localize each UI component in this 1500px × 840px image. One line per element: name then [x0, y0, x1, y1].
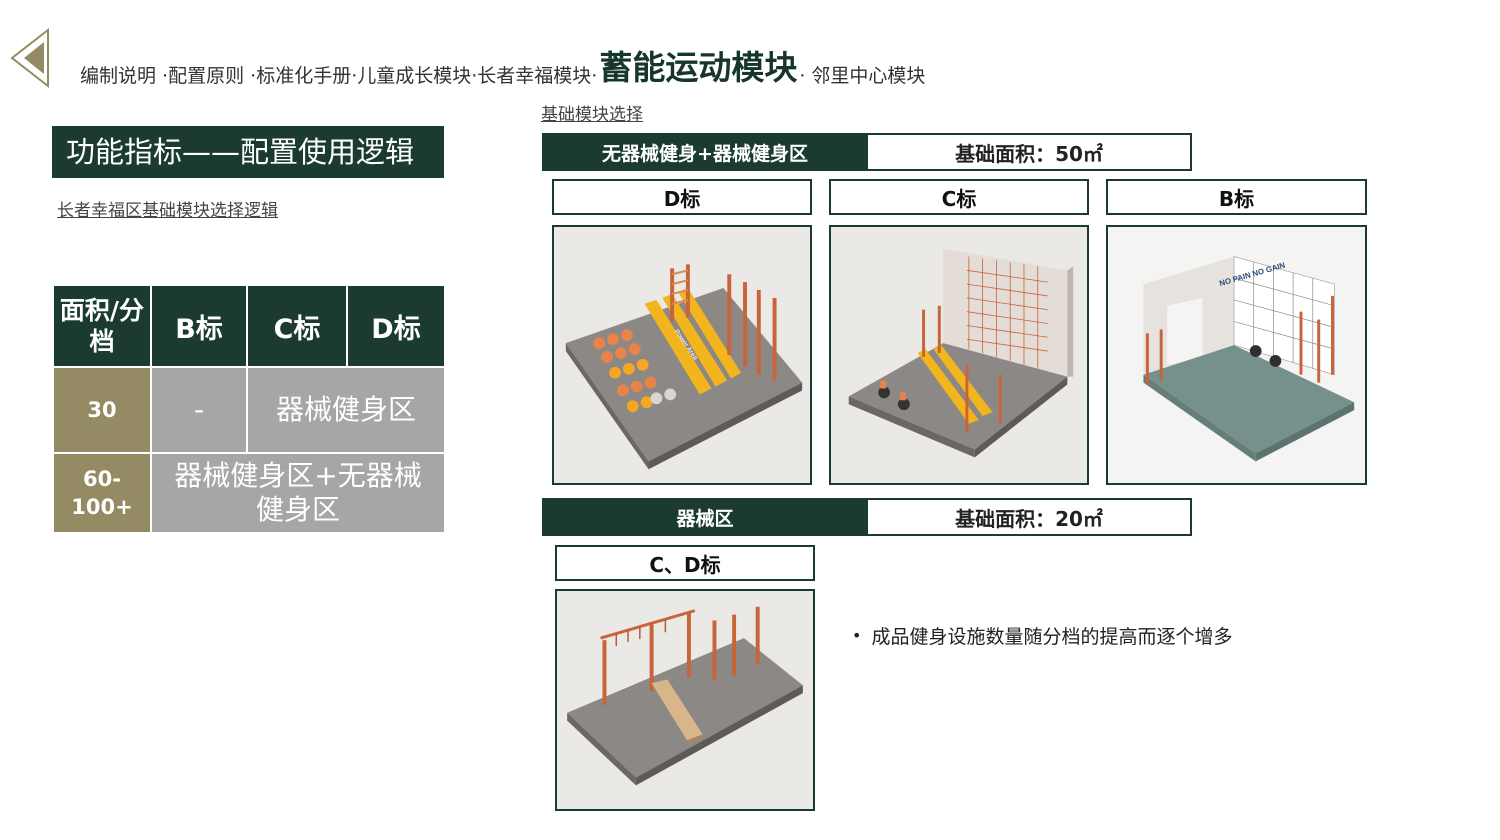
render-b-grade: NO PAIN NO GAIN: [1106, 225, 1367, 485]
module2-bar: 器械区 基础面积：20㎡: [542, 498, 1192, 536]
nav-item-children[interactable]: 儿童成长模块·: [357, 65, 478, 87]
cell-bcd-60-100: 器械健身区+无器械健身区: [150, 452, 446, 534]
section-subtitle: 长者幸福区基础模块选择逻辑: [57, 201, 278, 221]
module1-name: 无器械健身+器械健身区: [542, 133, 868, 171]
bullet-dot-icon: •: [852, 626, 862, 645]
table-header-c: C标: [246, 284, 348, 368]
breadcrumb-nav: 编制说明 · 配置原则 · 标准化手册· 儿童成长模块· 长者幸福模块· 蓄能运…: [80, 38, 925, 88]
cell-cd-30: 器械健身区: [246, 366, 446, 454]
grade-label-c: C标: [829, 179, 1089, 215]
table-row: 30 - 器械健身区: [52, 366, 446, 454]
grade-label-d: D标: [552, 179, 812, 215]
row-label-60-100: 60-100+: [52, 452, 152, 534]
note-bullet: • 成品健身设施数量随分档的提高而逐个增多: [852, 622, 1232, 649]
module1-bar: 无器械健身+器械健身区 基础面积：50㎡: [542, 133, 1192, 171]
table-header-row: 面积/分档 B标 C标 D标: [52, 284, 446, 368]
row-label-30: 30: [52, 366, 152, 454]
grade-table: 面积/分档 B标 C标 D标 30 - 器械健身区 60-100+ 器械健身区+…: [52, 284, 446, 534]
module-select-title: 基础模块选择: [541, 105, 643, 125]
render-c-grade: [829, 225, 1089, 485]
grade-label-cd: C、D标: [555, 545, 815, 581]
nav-item-elderly[interactable]: 长者幸福模块·: [477, 65, 598, 87]
table-header-area: 面积/分档: [52, 284, 152, 368]
section-title: 功能指标——配置使用逻辑: [52, 126, 444, 178]
note-text: 成品健身设施数量随分档的提高而逐个增多: [871, 626, 1233, 648]
module1-area: 基础面积：50㎡: [868, 133, 1192, 171]
back-arrow-icon[interactable]: [8, 27, 52, 89]
render-cd-grade: [555, 589, 815, 811]
grade-label-b: B标: [1106, 179, 1367, 215]
table-header-d: D标: [346, 284, 446, 368]
table-row: 60-100+ 器械健身区+无器械健身区: [52, 452, 446, 534]
nav-item-instructions[interactable]: 编制说明 ·: [80, 65, 169, 87]
render-d-grade: Power Area: [552, 225, 812, 485]
nav-item-neighborhood[interactable]: · 邻里中心模块: [799, 65, 926, 87]
table-header-b: B标: [150, 284, 248, 368]
nav-item-sports-active[interactable]: 蓄能运动模块: [599, 48, 798, 87]
cell-b-30: -: [150, 366, 248, 454]
module2-name: 器械区: [542, 498, 868, 536]
module2-area: 基础面积：20㎡: [868, 498, 1192, 536]
nav-item-manual[interactable]: 标准化手册·: [256, 65, 358, 87]
nav-item-principles[interactable]: 配置原则 ·: [168, 65, 257, 87]
